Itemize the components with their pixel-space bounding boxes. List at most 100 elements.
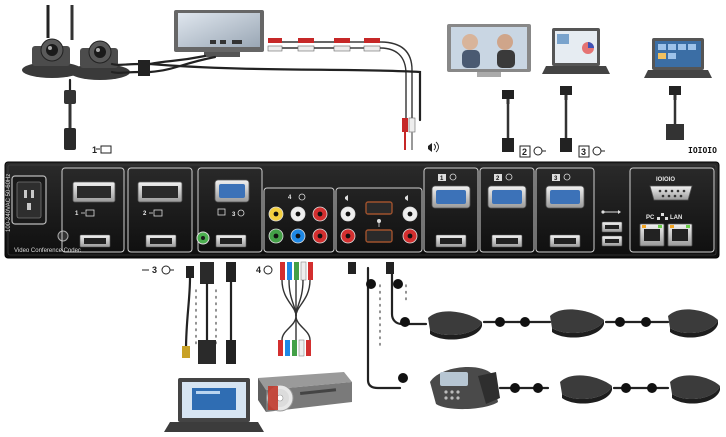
control-network-block xyxy=(629,167,715,253)
microphone-icon xyxy=(550,309,604,338)
serial-port[interactable] xyxy=(650,186,692,200)
ground-screw xyxy=(57,230,69,242)
input-module-2 xyxy=(127,167,193,253)
vga-output-port-1[interactable] xyxy=(432,186,470,208)
chain-link xyxy=(495,317,505,327)
network-icon xyxy=(657,213,668,220)
dvi-input-port-1[interactable] xyxy=(73,182,115,202)
rca-input-green[interactable] xyxy=(269,229,283,243)
chain-link xyxy=(621,383,631,393)
presentation-3-label: 3 xyxy=(152,265,157,275)
rca-input-blue[interactable] xyxy=(291,229,305,243)
presentation-port-icon xyxy=(217,208,245,217)
laptop-cable-bundle xyxy=(182,262,236,364)
hdmi-output-port-3[interactable] xyxy=(550,235,580,247)
laptop-icon xyxy=(542,28,610,74)
chain-link xyxy=(520,317,530,327)
serial-label-panel: IOIOIO xyxy=(656,177,675,183)
camera-icon xyxy=(22,38,82,78)
chain-link xyxy=(533,383,543,393)
microphone-icon xyxy=(670,375,720,404)
mic-cable-1 xyxy=(348,262,428,390)
model-tag-text: Video Conference Codec xyxy=(14,248,81,254)
usb-port-1[interactable] xyxy=(601,221,623,233)
speaker-icon xyxy=(428,141,439,153)
hdmi-input-port-3[interactable] xyxy=(216,235,246,247)
panel-lan-label: LAN xyxy=(670,215,682,221)
camera-port-icon xyxy=(81,209,95,217)
line-out-left[interactable] xyxy=(341,207,355,221)
camera-input-label: 1 xyxy=(92,145,97,155)
tablet-icon xyxy=(644,38,712,78)
hdmi-output-port-1[interactable] xyxy=(436,235,466,247)
line-out-right[interactable] xyxy=(403,207,417,221)
camera-stand-left xyxy=(46,5,74,40)
panel-out-2-label: 2 xyxy=(496,176,500,182)
output-module-1 xyxy=(423,167,479,253)
component-cable xyxy=(278,261,313,357)
usb-icon xyxy=(601,210,621,214)
ethernet-port-pc[interactable] xyxy=(639,223,665,247)
serial-plug xyxy=(669,86,681,95)
rca-input-red-bottom[interactable] xyxy=(313,229,327,243)
ethernet-port-lan[interactable] xyxy=(667,223,693,247)
rca-input-white[interactable] xyxy=(291,207,305,221)
microphone-port-1[interactable] xyxy=(366,202,392,214)
usb-port-2[interactable] xyxy=(601,235,623,247)
chain-link xyxy=(641,317,651,327)
conference-phone-icon xyxy=(430,367,500,410)
vga-output-port-3[interactable] xyxy=(546,186,584,208)
panel-audio-4-label: 4 xyxy=(288,195,292,201)
panel-pc-label: PC xyxy=(646,215,655,221)
display-icon xyxy=(447,24,531,77)
audio-line-in-3[interactable] xyxy=(197,232,209,244)
serial-connector xyxy=(666,124,684,140)
camera-port-icon xyxy=(149,209,163,217)
audio-input-icon xyxy=(263,265,273,275)
codec-rear-panel xyxy=(4,161,720,259)
output-port-box xyxy=(578,145,590,158)
display-3-label: 3 xyxy=(581,147,586,157)
rca-input-red-top[interactable] xyxy=(313,207,327,221)
display-icon xyxy=(174,10,264,57)
panel-out-1-label: 1 xyxy=(440,176,444,182)
display-2-label: 2 xyxy=(522,147,527,157)
power-socket-icon xyxy=(11,175,47,225)
output-module-2 xyxy=(479,167,535,253)
camera-port-icon xyxy=(96,145,112,154)
hdmi-plug-pair xyxy=(138,60,150,76)
serial-label-top: IOIOIO xyxy=(688,146,717,155)
hdmi-plug xyxy=(560,86,572,95)
hdmi-input-port-2[interactable] xyxy=(146,235,176,247)
camera-icon xyxy=(70,40,130,80)
rca-input-yellow[interactable] xyxy=(269,207,283,221)
audio-input-block-4 xyxy=(263,187,335,253)
hdmi-input-port-1[interactable] xyxy=(80,235,110,247)
dvi-input-port-2[interactable] xyxy=(138,182,182,202)
display-output-icon xyxy=(592,146,605,156)
hdmi-plug xyxy=(502,138,514,152)
camera-cable-connector xyxy=(64,90,76,150)
microphone-icon xyxy=(428,311,482,340)
panel-out-3-label: 3 xyxy=(554,176,558,182)
vga-input-port-3[interactable] xyxy=(215,180,249,202)
vga-output-port-2[interactable] xyxy=(488,186,526,208)
microphone-icon xyxy=(668,309,718,338)
display-output-icon xyxy=(533,146,546,156)
audio-input-icon xyxy=(298,193,306,201)
audio-mic-block xyxy=(335,187,423,253)
microphone-port-2[interactable] xyxy=(366,230,392,242)
speaker-icon xyxy=(345,195,408,201)
output-port-box xyxy=(519,145,531,158)
chain-link xyxy=(647,383,657,393)
dvd-player-icon xyxy=(258,372,352,412)
hdmi-output-port-2[interactable] xyxy=(492,235,522,247)
hdmi-plug xyxy=(560,138,572,152)
panel-input-2-label: 2 xyxy=(143,211,147,217)
audio-4-label: 4 xyxy=(256,265,261,275)
rca-audio-cable xyxy=(267,38,416,150)
mic-connector-badge xyxy=(366,279,410,383)
panel-input-1-label: 1 xyxy=(75,211,79,217)
input-module-1 xyxy=(61,167,125,253)
